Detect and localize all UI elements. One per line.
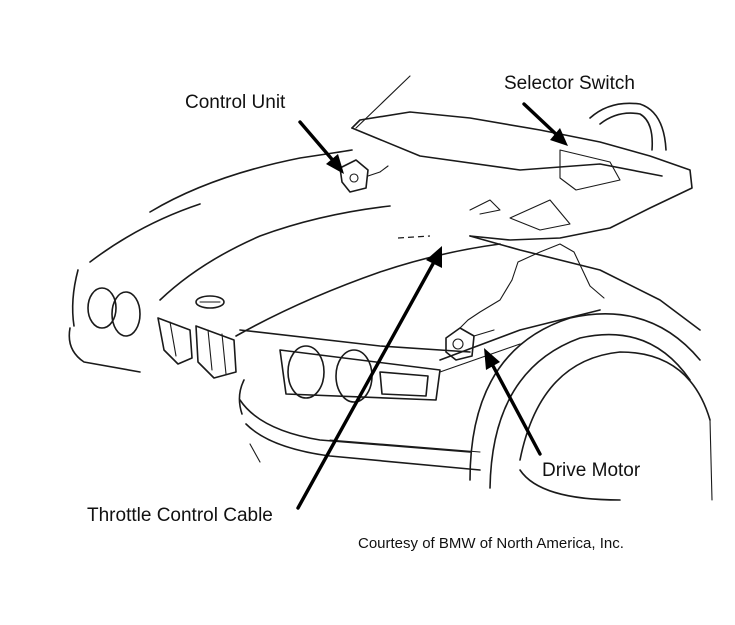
drive-motor-label: Drive Motor bbox=[542, 460, 641, 481]
control-unit-arrow bbox=[298, 120, 344, 174]
selector-switch-label: Selector Switch bbox=[504, 73, 635, 94]
drive-motor-arrow bbox=[484, 348, 542, 456]
throttle-cable-arrow bbox=[296, 246, 442, 510]
image-credit: Courtesy of BMW of North America, Inc. bbox=[358, 535, 624, 552]
control-unit-label: Control Unit bbox=[185, 92, 286, 113]
car-drawing bbox=[68, 75, 713, 501]
throttle-control-cable-label: Throttle Control Cable bbox=[87, 505, 273, 526]
selector-switch-arrow bbox=[522, 102, 568, 146]
